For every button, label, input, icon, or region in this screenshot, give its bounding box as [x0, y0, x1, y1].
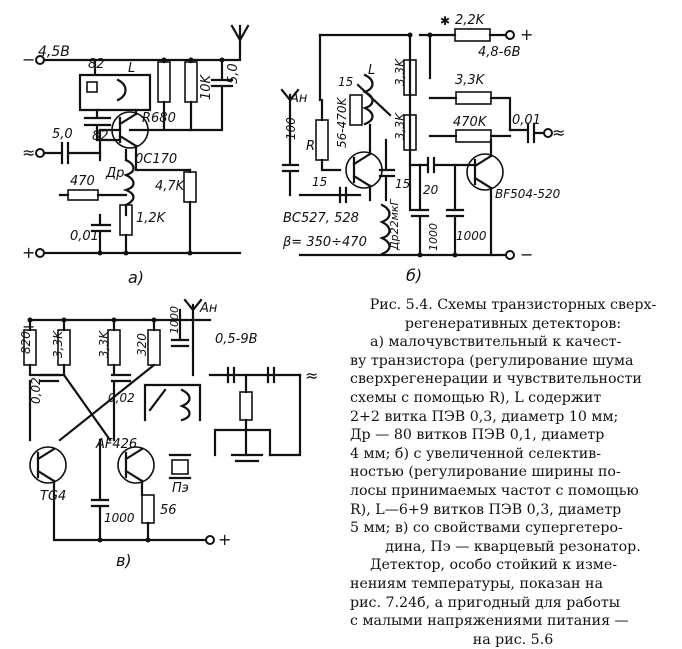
- body-line: нениям температуры, показан на: [350, 575, 603, 592]
- b-c20-label: 20: [423, 183, 439, 197]
- c-r33k-b-label: 3,3K: [97, 330, 111, 358]
- c-c002-b-label: 0,02: [108, 391, 135, 405]
- circuit-b: [280, 28, 553, 260]
- b-c15-bot-label: 15: [312, 175, 327, 189]
- c-c1000-label: 1000: [104, 511, 135, 525]
- c-r320-label: 320: [135, 333, 149, 356]
- a-r47k-label: 4,7K: [155, 179, 186, 194]
- a-c50-label: 5,0: [226, 63, 241, 84]
- caption-line: ностью (регулирование ширины по-: [350, 464, 621, 481]
- a-supply-label: 4,5В: [38, 44, 70, 60]
- c-fig-label: в): [116, 551, 132, 570]
- caption-line: 4 мм; б) с увеличенной селектив-: [350, 445, 602, 462]
- circuit-a: [35, 24, 250, 258]
- b-plus-label: +: [520, 25, 533, 44]
- circuit-c: [23, 298, 302, 545]
- a-plus-label: −: [22, 50, 35, 69]
- b-minus-label: −: [520, 245, 533, 264]
- c-r56-label: 56: [160, 503, 177, 518]
- b-antenna-label: Ан: [289, 91, 308, 106]
- b-c100-label: 100: [284, 117, 298, 140]
- a-10k-label: 10K: [199, 73, 214, 100]
- a-transistor-label: 0C170: [135, 152, 177, 167]
- b-bf-label: BF504-520: [495, 187, 561, 201]
- b-fig-label: б): [406, 266, 422, 285]
- b-c1000-b-label: 1000: [456, 229, 487, 243]
- caption-line: 5 мм; в) со свойствами супергетеро-: [350, 520, 623, 537]
- c-r33k-a-label: 3,3K: [51, 330, 65, 358]
- c-plus-label: +: [218, 530, 231, 549]
- c-supply-label: 0,5-9В: [215, 332, 258, 347]
- a-L-label: L: [128, 61, 135, 76]
- c-c002-a-label: 0,02: [29, 377, 43, 404]
- a-r470-label: 470: [70, 174, 95, 189]
- caption-line: ву транзистора (регулирование шума: [350, 352, 634, 369]
- b-c15-right-label: 15: [395, 177, 410, 191]
- b-r22k-label: 2,2K: [455, 13, 486, 28]
- b-r33k-3-label: 3,3K: [455, 73, 486, 88]
- body-line: с малыми напряжениями питания —: [350, 613, 629, 630]
- c-tg4-label: TG4: [40, 489, 66, 504]
- c-c1000-top-label: 1000: [168, 306, 181, 334]
- b-r470k-label: 470K: [453, 115, 488, 130]
- caption-title-1: Рис. 5.4. Схемы транзисторных сверх-: [369, 297, 657, 313]
- b-r33k-1-label: 3,3K: [393, 58, 407, 86]
- b-r56-label: 56-470K: [335, 96, 349, 148]
- c-minus-label: −: [22, 317, 35, 336]
- caption-line: дина, Пэ — кварцевый резонатор.: [385, 538, 641, 555]
- b-output-label: ≈: [552, 123, 565, 142]
- b-supply-label: 4,8-6В: [478, 45, 521, 60]
- caption-line: 2+2 витка ПЭВ 0,3, диаметр 10 мм;: [350, 408, 619, 425]
- a-c50-in-label: 5,0: [52, 127, 73, 142]
- a-r680-label: R680: [142, 111, 176, 126]
- a-c001-label: 0,01: [70, 229, 99, 244]
- body-line: Детектор, особо стойкий к изме-: [370, 557, 618, 574]
- a-input-label: ≈: [22, 143, 35, 162]
- caption-title-2: регенеративных детекторов:: [404, 315, 622, 332]
- b-star-label: ✱: [440, 14, 450, 28]
- b-r33k-2-label: 3,3K: [393, 112, 407, 140]
- b-c001-label: 0,01: [512, 113, 541, 128]
- b-L-label: L: [368, 63, 375, 78]
- figure-caption: Рис. 5.4. Схемы транзисторных сверх- рег…: [350, 296, 676, 649]
- b-dr22-label: Др22мкГ: [388, 198, 401, 251]
- c-r820-label: 820: [19, 331, 33, 354]
- a-c82-bot: 82: [92, 129, 109, 144]
- b-R-label: R: [306, 139, 315, 154]
- c-output-label: ≈: [305, 366, 318, 385]
- caption-line: сверхрегенерации и чувствительности: [350, 371, 642, 388]
- c-af426-label: AF426: [95, 437, 137, 452]
- caption-line: а) малочувствительный к качест-: [370, 334, 622, 351]
- b-beta-label: β= 350÷470: [282, 235, 367, 250]
- b-c15-top-label: 15: [338, 75, 353, 89]
- a-fig-label: а): [128, 268, 144, 287]
- caption-line: схемы с помощью R), L содержит: [350, 389, 602, 406]
- body-line: рис. 7.24б, а пригодный для работы: [350, 594, 621, 611]
- a-dr-label: Др: [105, 166, 124, 181]
- a-minus-label: +: [22, 243, 35, 262]
- c-quartz-label: Пэ: [172, 481, 189, 496]
- c-antenna-label: Ан: [199, 301, 218, 316]
- body-line: на рис. 5.6: [472, 631, 554, 648]
- a-r12k-label: 1,2K: [136, 211, 167, 226]
- a-c82-top: 82: [88, 57, 105, 72]
- caption-line: Др — 80 витков ПЭВ 0,1, диаметр: [350, 427, 605, 444]
- caption-line: R), L—6+9 витков ПЭВ 0,3, диаметр: [350, 501, 622, 518]
- b-bc-label: BC527, 528: [283, 211, 359, 226]
- b-c1000-a-label: 1000: [427, 223, 440, 251]
- caption-line: лосы принимаемых частот с помощью: [350, 482, 639, 499]
